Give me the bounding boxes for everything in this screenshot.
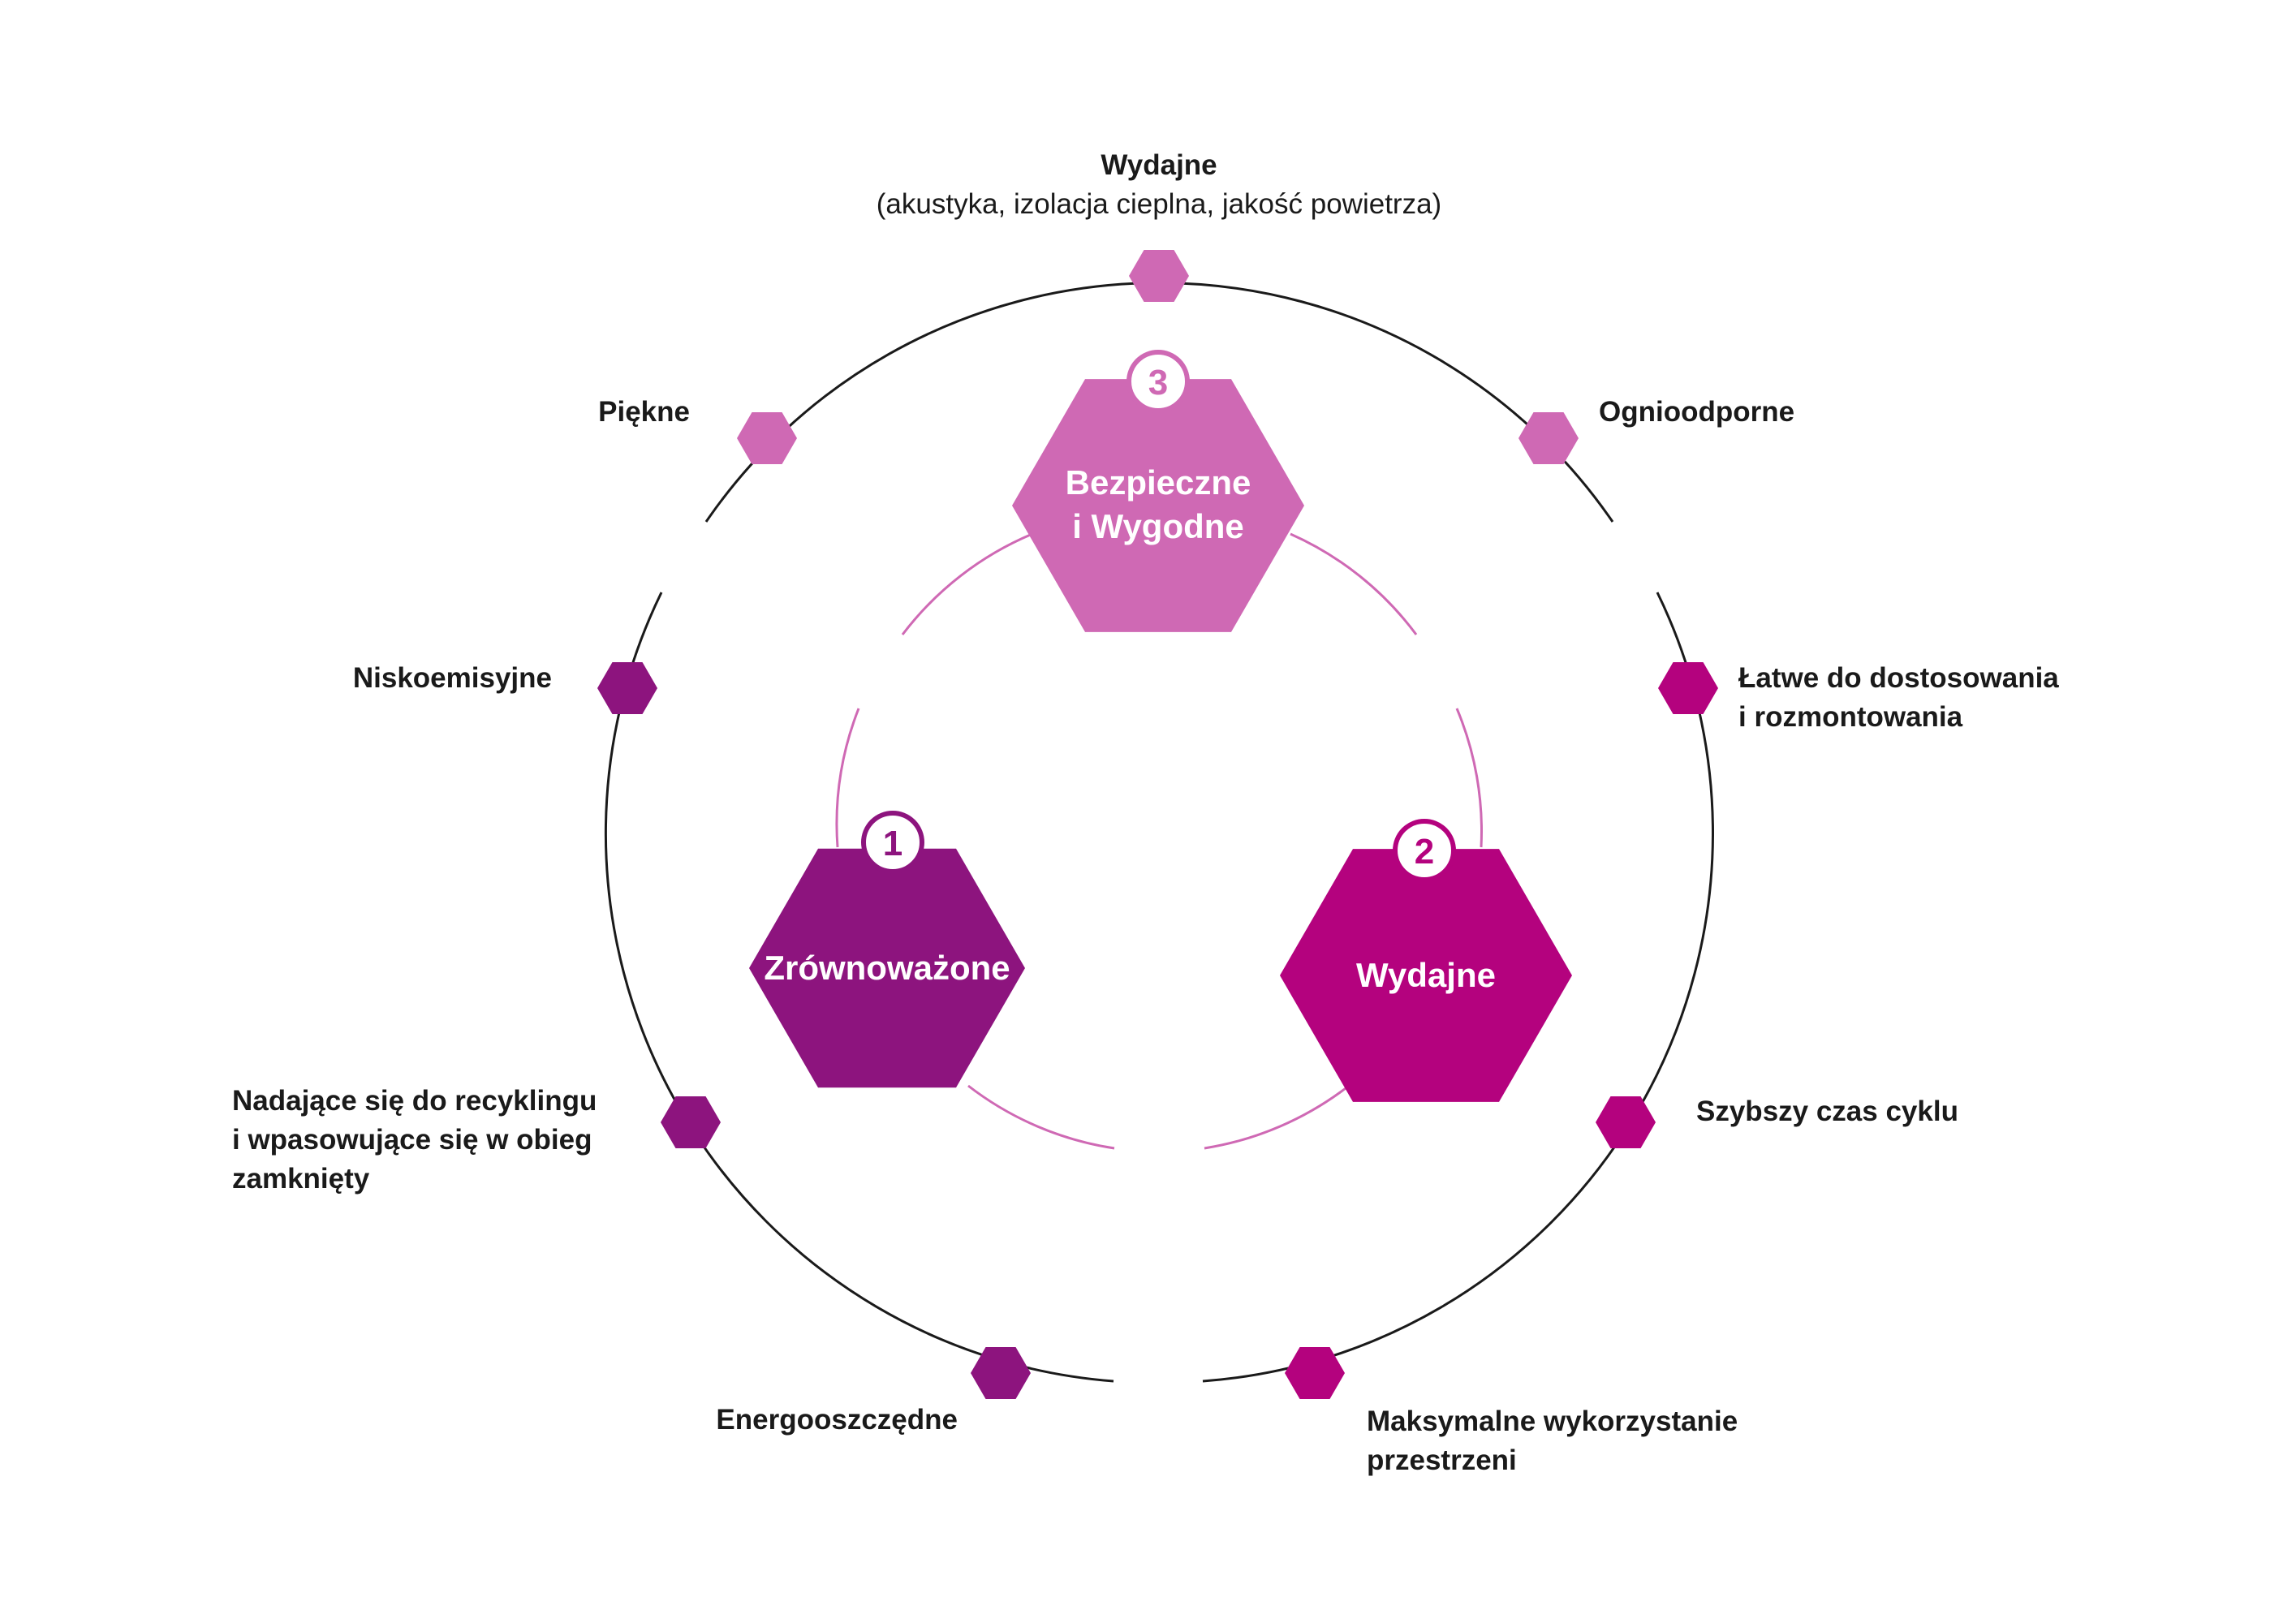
inner-ring-arc-2 bbox=[1290, 532, 1418, 635]
inner-ring-arc-3 bbox=[1455, 708, 1483, 848]
number-badge-1-text: 1 bbox=[883, 824, 902, 863]
inner-ring-arc-6 bbox=[835, 708, 860, 848]
feature-label-latwe: Łatwe do dostosowania i rozmontowania bbox=[1738, 662, 2059, 733]
hexagon-marker-latwe bbox=[1658, 662, 1718, 714]
hexagon-marker-recykling bbox=[661, 1096, 721, 1148]
pillar-label-wydajne: Wydajne bbox=[1356, 956, 1496, 994]
pillar-hexagons bbox=[749, 379, 1572, 1102]
pillar-hexagon-wydajne bbox=[1280, 849, 1572, 1102]
inner-ring bbox=[835, 532, 1483, 1150]
hexagon-marker-szybszy bbox=[1596, 1096, 1656, 1148]
number-badge-3-text: 3 bbox=[1148, 363, 1168, 403]
number-badge-2-text: 2 bbox=[1415, 832, 1434, 872]
feature-label-ognioodporne: Ognioodporne bbox=[1599, 396, 1795, 428]
hexagon-marker-piekne bbox=[737, 412, 797, 464]
pillar-hexagon-bezpieczne bbox=[1012, 379, 1304, 632]
hexagon-marker-niskoemisyjne bbox=[597, 662, 657, 714]
number-badges: 1 2 3 bbox=[861, 350, 1456, 882]
outer-hexagons bbox=[597, 250, 1718, 1399]
inner-ring-arc-4 bbox=[1204, 1084, 1350, 1150]
pillar-hexagon-zrownowazone bbox=[749, 848, 1025, 1088]
pillar-label-zrownowazone: Zrównoważone bbox=[764, 949, 1010, 987]
feature-label-recykling: Nadające się do recyklingu i wpasowujące… bbox=[232, 1085, 597, 1195]
hexagon-marker-wydajne bbox=[1129, 250, 1189, 302]
hexagon-marker-energo bbox=[971, 1347, 1031, 1399]
feature-label-szybszy: Szybszy czas cyklu bbox=[1696, 1096, 1958, 1127]
number-badge-2: 2 bbox=[1393, 819, 1456, 882]
feature-label-maks: Maksymalne wykorzystanie przestrzeni bbox=[1367, 1406, 1738, 1476]
number-badge-1: 1 bbox=[861, 811, 924, 874]
hexagon-marker-maks bbox=[1285, 1347, 1345, 1399]
feature-label-energo: Energooszczędne bbox=[716, 1404, 958, 1436]
feature-label-wydajne-subtitle: (akustyka, izolacja cieplna, jakość powi… bbox=[876, 188, 1442, 220]
inner-ring-arc-5 bbox=[967, 1084, 1115, 1150]
feature-label-wydajne-title: Wydajne bbox=[1101, 149, 1217, 181]
number-badge-3: 3 bbox=[1126, 350, 1190, 413]
pillar-label-bezpieczne: Bezpieczne i Wygodne bbox=[1065, 463, 1251, 545]
feature-label-piekne: Piękne bbox=[598, 396, 690, 428]
hexagon-marker-ognioodporne bbox=[1518, 412, 1579, 464]
inner-ring-arc-1 bbox=[901, 532, 1033, 635]
feature-label-niskoemisyjne: Niskoemisyjne bbox=[352, 662, 552, 694]
